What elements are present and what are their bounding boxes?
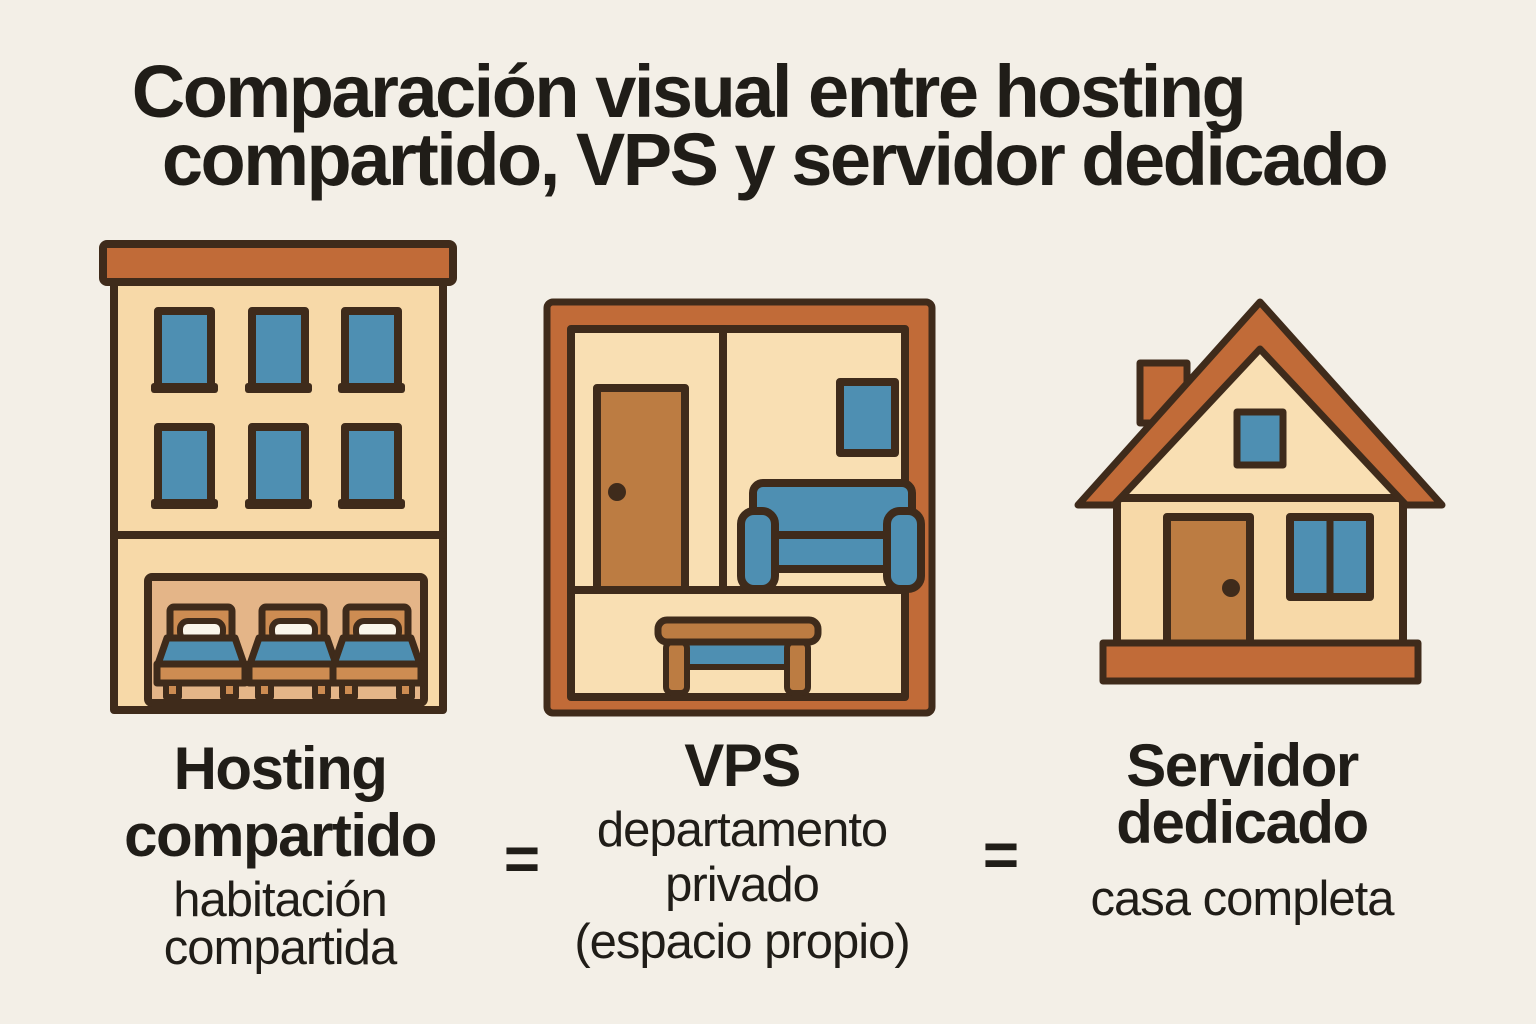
sublabel-casa-completa: casa completa: [1090, 872, 1395, 926]
equals-sign-2: =: [982, 821, 1020, 890]
bed: [245, 603, 341, 700]
house-window: [1286, 513, 1374, 601]
building-window: [245, 307, 312, 393]
label-vps: VPS: [684, 732, 801, 799]
house-roof: [1074, 298, 1446, 509]
building-window: [245, 423, 312, 509]
title-line-2: compartido, VPS y servidor dedicado: [161, 118, 1389, 201]
house-base: [1099, 639, 1422, 685]
bed: [329, 603, 425, 700]
sublabel-compartida: compartida: [163, 921, 397, 975]
door-knob: [1222, 579, 1240, 597]
coffee-table: [654, 616, 822, 696]
building-window: [151, 307, 218, 393]
dedicated-house-illustration: [1074, 298, 1446, 685]
label-servidor-dedicado-line1: Servidor: [1126, 732, 1359, 799]
equals-sign-1: =: [503, 825, 541, 894]
sublabel-departamento: departamento: [596, 803, 888, 857]
sublabel-privado: privado: [665, 858, 820, 912]
building-roof-cap: [99, 240, 457, 286]
vps-apartment-illustration: [543, 298, 936, 717]
wall-picture: [836, 378, 899, 457]
sofa: [737, 479, 925, 593]
sublabel-habitacion: habitación: [173, 873, 387, 927]
label-hosting-compartido-line2: compartido: [124, 802, 437, 869]
sublabel-espacio-propio: (espacio propio): [574, 915, 910, 969]
building-window: [151, 423, 218, 509]
apartment-door: [593, 384, 689, 594]
house-door: [1163, 513, 1254, 650]
bed: [153, 603, 249, 700]
building-window: [338, 307, 405, 393]
attic-window: [1233, 408, 1287, 469]
label-servidor-dedicado-line2: dedicado: [1116, 789, 1369, 856]
shared-hosting-building-illustration: [99, 240, 457, 714]
door-knob: [608, 483, 626, 501]
label-hosting-compartido-line1: Hosting: [173, 735, 388, 802]
title-line-1: Comparación visual entre hosting: [131, 50, 1247, 133]
building-window: [338, 423, 405, 509]
